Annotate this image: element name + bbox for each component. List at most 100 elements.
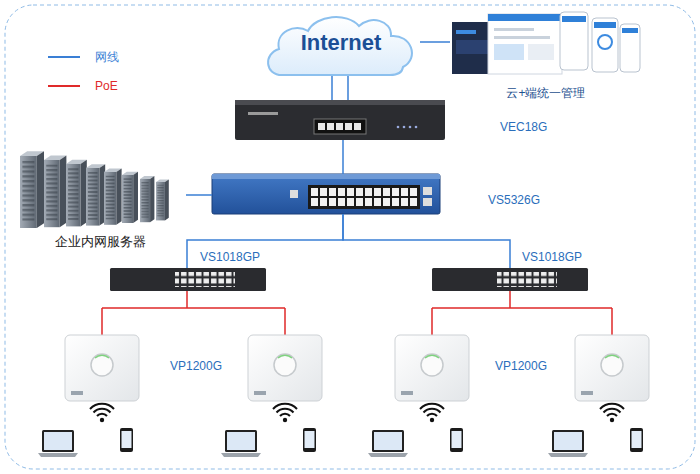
model-label: VP1200G xyxy=(495,359,547,373)
phone-header xyxy=(622,28,638,33)
cloud-management-screens xyxy=(452,12,640,74)
network-cable xyxy=(187,214,343,268)
phone-header xyxy=(594,22,616,28)
access-point xyxy=(65,335,139,401)
router-port xyxy=(336,123,343,130)
switch-port-block xyxy=(308,185,420,209)
wireless-signals xyxy=(90,404,624,422)
router-led xyxy=(397,126,400,129)
access-point xyxy=(248,335,322,401)
legend-text: 网线 xyxy=(95,50,119,64)
router-led xyxy=(403,126,406,129)
cloud-outline xyxy=(268,17,412,75)
phone-gauge xyxy=(598,35,612,49)
server-tower xyxy=(140,176,154,222)
server-tower xyxy=(20,151,44,228)
second-uplink-line xyxy=(347,75,349,100)
panel-bar xyxy=(456,30,476,34)
server-tower xyxy=(44,156,66,228)
client-devices xyxy=(38,428,643,457)
panel-chart xyxy=(494,44,524,60)
switch-top xyxy=(212,174,440,179)
server-tower xyxy=(122,172,138,223)
node-label: VEC18G xyxy=(500,120,547,134)
legend-item: 网线 xyxy=(95,50,119,64)
outer-border xyxy=(5,5,695,469)
cloud-management: 云+端统一管理 xyxy=(450,6,642,102)
legend-line-cable xyxy=(48,56,80,58)
server-tower xyxy=(104,168,122,224)
router-port xyxy=(318,123,325,130)
access-point xyxy=(575,335,649,401)
panel-bar xyxy=(494,36,550,39)
panel-chart xyxy=(528,44,554,60)
access-point xyxy=(395,335,469,401)
console-port xyxy=(290,190,298,198)
server-tower xyxy=(86,164,105,225)
router-led xyxy=(415,126,418,129)
legend-line-poe xyxy=(48,85,80,87)
node-label: 云+端统一管理 xyxy=(506,86,585,100)
laptop-icon xyxy=(368,430,408,457)
wifi-symbol xyxy=(273,404,297,422)
legend-text: PoE xyxy=(95,79,118,93)
phone-icon xyxy=(303,428,316,452)
wifi-symbol xyxy=(420,404,444,422)
core-switch: VS5326G xyxy=(212,174,440,214)
white-panel xyxy=(488,14,562,74)
phone-screen xyxy=(560,12,588,70)
phone-screen xyxy=(620,24,640,72)
poe-switch-body xyxy=(110,268,266,291)
access-points xyxy=(65,335,649,401)
switch-body xyxy=(212,174,440,214)
poe-switch-device xyxy=(110,268,588,291)
phone-screen xyxy=(592,18,618,72)
router-logo xyxy=(248,112,278,115)
phone-header xyxy=(562,16,586,22)
internet-cloud: Internet xyxy=(262,12,420,76)
router-led xyxy=(409,126,412,129)
network-cable xyxy=(343,214,510,268)
poe-switch-ports xyxy=(175,272,235,287)
network-cable xyxy=(331,76,333,100)
router-port xyxy=(354,123,361,130)
wifi-symbol xyxy=(600,404,624,422)
poe-switch-body xyxy=(432,268,588,291)
switch-ports xyxy=(310,187,418,207)
node-label: 企业内网服务器 xyxy=(55,234,146,250)
network-cable xyxy=(186,194,212,196)
server-group: 企业内网服务器 xyxy=(14,146,186,252)
router-top xyxy=(235,100,445,105)
poe-switch: VS1018GP xyxy=(110,268,266,291)
network-cable xyxy=(342,140,344,174)
model-label: VP1200G xyxy=(170,359,222,373)
server-rack xyxy=(20,151,169,228)
router-body xyxy=(235,100,445,140)
phone-icon xyxy=(120,428,133,452)
panel-bar xyxy=(494,28,534,31)
laptop-icon xyxy=(38,430,78,457)
node-label: VS1018GP xyxy=(200,250,260,264)
core-switch-device xyxy=(212,174,440,214)
sfp-port xyxy=(423,187,432,195)
phone-icon xyxy=(450,428,463,452)
server-tower xyxy=(156,179,169,220)
router-port-block xyxy=(314,119,366,134)
wifi-symbol xyxy=(90,404,114,422)
node-label: VS1018GP xyxy=(522,250,582,264)
poe-lines xyxy=(102,291,612,335)
laptop-icon xyxy=(548,430,588,457)
phone-icon xyxy=(630,428,643,452)
laptop-icon xyxy=(221,430,261,457)
router-device: VEC18G xyxy=(235,100,445,140)
poe-switch-ports xyxy=(497,272,557,287)
panel-header xyxy=(488,14,562,21)
poe-switch: VS1018GP xyxy=(432,268,588,291)
server-tower xyxy=(66,160,87,227)
network-cable xyxy=(420,41,450,43)
legend-item: PoE xyxy=(95,79,118,93)
sfp-port xyxy=(423,198,432,206)
router-port xyxy=(327,123,334,130)
